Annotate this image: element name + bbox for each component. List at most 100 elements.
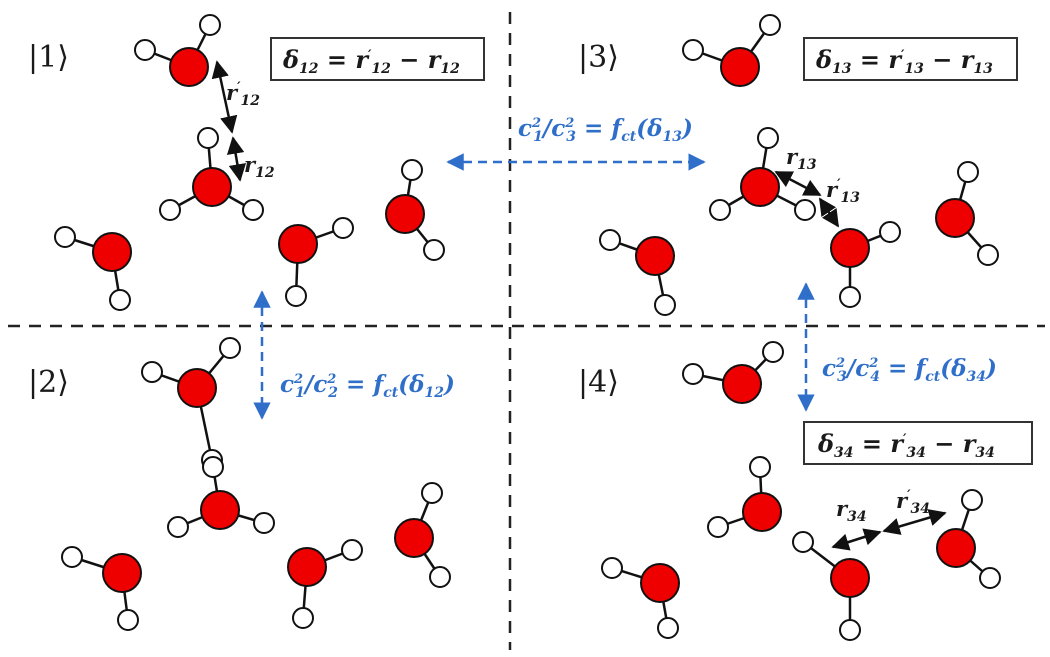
hydrogen-atom (219, 337, 241, 359)
hydrogen-atom (292, 607, 314, 629)
water-molecule (141, 337, 241, 471)
oxygen-atom (278, 224, 318, 264)
water-molecule (792, 531, 870, 641)
distance-arrow-r34 (831, 528, 882, 551)
distance-arrow-r12-prime (211, 60, 238, 134)
water-molecule (601, 557, 680, 639)
oxygen-atom (177, 368, 217, 408)
water-molecule (167, 456, 275, 538)
distance-label-r12-prime: r′12 (226, 80, 260, 109)
hydrogen-atom (332, 217, 354, 239)
oxygen-atom (169, 47, 209, 87)
oxygen-atom (720, 47, 760, 87)
water-molecule (61, 546, 142, 631)
delta-13-box (803, 37, 1018, 81)
water-molecule (830, 221, 901, 308)
water-molecule (682, 341, 784, 404)
hydrogen-atom (794, 199, 816, 221)
delta-34-equation: δ34 = r′34 − r34 (817, 429, 995, 461)
hydrogen-atom (429, 566, 451, 588)
water-molecule (134, 14, 221, 87)
distance-label-r34-prime: r′34 (896, 488, 930, 517)
hydrogen-atom (141, 361, 163, 383)
hydrogen-atom (839, 619, 861, 641)
hydrogen-atom (423, 239, 445, 261)
hydrogen-atom (421, 482, 443, 504)
distance-arrow-r13 (774, 170, 822, 197)
water-molecule (159, 127, 264, 221)
water-molecule (682, 14, 781, 87)
hydrogen-atom (242, 199, 264, 221)
oxygen-atom (740, 167, 780, 207)
state-label-3: |3⟩ (578, 40, 619, 75)
hydrogen-atom (54, 226, 76, 248)
water-molecule (394, 482, 451, 588)
hydrogen-atom (957, 161, 979, 183)
water-molecule (278, 217, 354, 307)
water-molecule (709, 127, 816, 221)
oxygen-atom (640, 563, 680, 603)
water-molecule (707, 456, 782, 538)
hydrogen-atom (839, 286, 861, 308)
hydrogen-atom (401, 159, 423, 181)
oxygen-atom (830, 228, 870, 268)
distance-label-r34: r34 (836, 496, 867, 525)
distance-label-r13-prime: r′13 (826, 177, 860, 206)
delta-13-equation: δ13 = r′13 − r13 (815, 45, 993, 77)
water-molecule (599, 229, 676, 316)
water-molecules (54, 14, 1001, 641)
state-label-1: |1⟩ (28, 40, 69, 75)
oxygen-atom (394, 518, 434, 558)
hydrogen-atom (134, 39, 156, 61)
hydrogen-atom (757, 127, 779, 149)
oxygen-atom (192, 167, 232, 207)
hydrogen-atom (61, 546, 83, 568)
delta-12-equation: δ12 = r′12 − r12 (282, 45, 460, 77)
hydrogen-atom (979, 567, 1001, 589)
oxygen-atom (200, 490, 240, 530)
water-molecule (935, 161, 999, 266)
hydrogen-atom (117, 609, 139, 631)
hydrogen-atom (762, 341, 784, 363)
hydrogen-atom (657, 617, 679, 639)
delta-12-box (270, 37, 485, 81)
water-molecule (936, 489, 1001, 589)
hydrogen-atom (749, 456, 771, 478)
hydrogen-atom (341, 539, 363, 561)
oxygen-atom (635, 236, 675, 276)
oxygen-atom (830, 558, 870, 598)
hydrogen-atom (879, 221, 901, 243)
water-molecule (385, 159, 445, 261)
hydrogen-atom (253, 512, 275, 534)
oxygen-atom (102, 553, 142, 593)
hydrogen-atom (601, 557, 623, 579)
oxygen-atom (92, 232, 132, 272)
distance-arrow-r34-prime (882, 509, 947, 535)
hydrogen-atom (709, 199, 731, 221)
oxygen-atom (287, 547, 327, 587)
water-molecule (287, 539, 363, 629)
hydrogen-atom (682, 39, 704, 61)
oxygen-atom (722, 364, 762, 404)
state-label-4: |4⟩ (578, 365, 619, 400)
hydrogen-atom (167, 516, 189, 538)
hydrogen-atom (707, 516, 729, 538)
hydrogen-atom (759, 14, 781, 36)
hydrogen-atom (654, 294, 676, 316)
hydrogen-atom (961, 489, 983, 511)
hydrogen-atom (285, 285, 307, 307)
hydrogen-atom (159, 199, 181, 221)
delta-34-box (803, 421, 1033, 465)
state-label-2: |2⟩ (28, 365, 69, 400)
hydrogen-atom (977, 244, 999, 266)
oxygen-atom (935, 198, 975, 238)
oxygen-atom (936, 528, 976, 568)
distance-label-r12: r12 (244, 152, 275, 181)
distance-label-r13: r13 (786, 144, 817, 173)
hydrogen-atom (682, 363, 704, 385)
hydrogen-atom (197, 127, 219, 149)
